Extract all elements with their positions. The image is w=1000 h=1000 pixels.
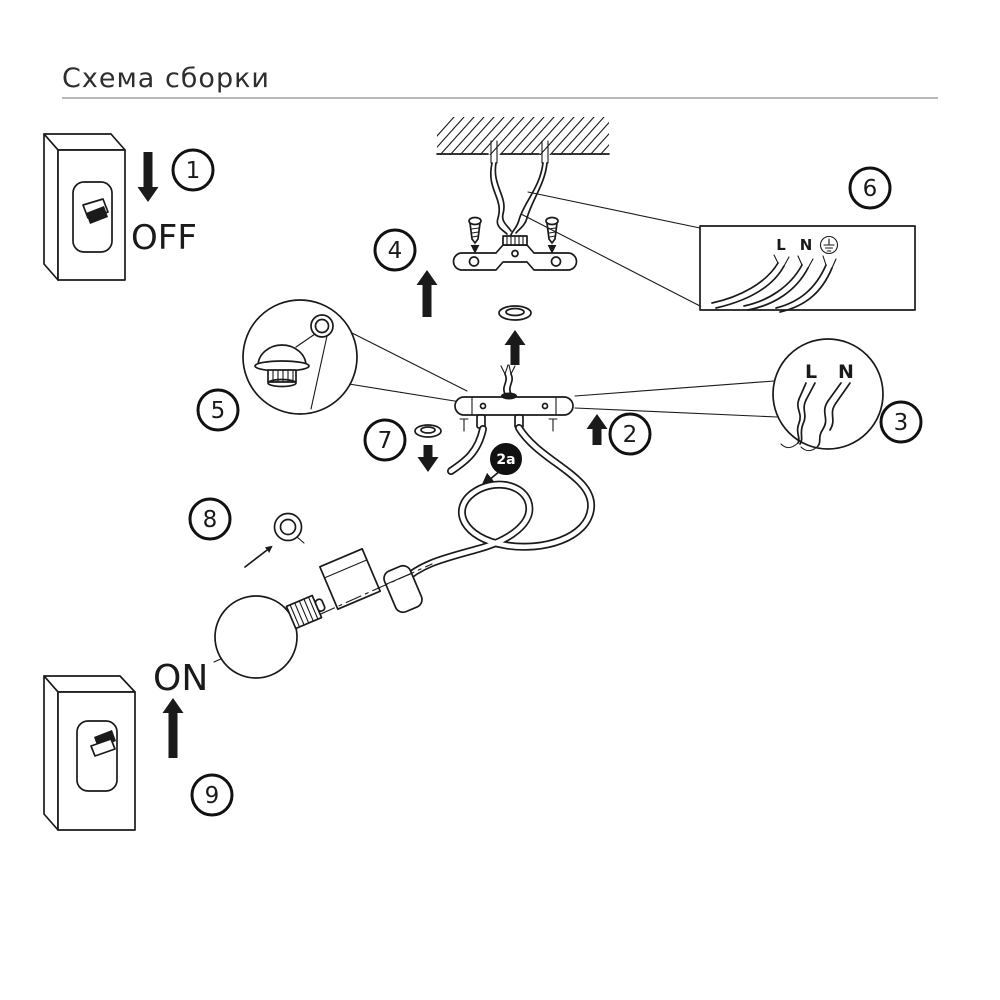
step-2a-badge: 2a [490, 443, 522, 475]
svg-text:2a: 2a [496, 452, 515, 468]
step-8-badge: 8 [188, 497, 232, 541]
terminal-live-label: L [776, 236, 786, 254]
step-4-badge: 4 [373, 228, 417, 272]
magnifier-circle-3: L N [772, 338, 884, 452]
bracket-screw-right [545, 216, 559, 254]
terminal-box: L N [699, 225, 916, 313]
step-1-badge: 1 [171, 148, 215, 192]
callout-line-6b [520, 213, 701, 307]
step-3-badge: 3 [879, 400, 923, 444]
callout-line-3a [574, 380, 775, 397]
step-9-badge: 9 [190, 773, 234, 817]
arrow-down-step7 [417, 445, 439, 472]
ceiling [436, 117, 610, 164]
on-label: ON [153, 658, 208, 699]
canopy-plate [454, 364, 574, 432]
terminal-wires [711, 254, 837, 313]
callout-line-5a [351, 332, 468, 392]
off-label: OFF [131, 218, 197, 258]
step-5-badge: 5 [196, 388, 240, 432]
svg-text:9: 9 [205, 783, 220, 809]
arrow-up-step9 [162, 698, 184, 758]
step-6-badge: 6 [848, 166, 892, 210]
mains-wire-bundle [489, 162, 548, 236]
wall-switch-off [43, 133, 126, 281]
step-7-badge: 7 [363, 418, 407, 462]
magnifier-circle-5 [242, 299, 358, 415]
decor-ring-top [498, 305, 532, 321]
ceiling-anchors [490, 140, 549, 164]
connector-block [318, 547, 382, 611]
arrow-up-ring [504, 330, 526, 365]
detail-neutral-label: N [838, 361, 854, 383]
svg-text:1: 1 [186, 158, 201, 184]
svg-text:7: 7 [378, 428, 393, 454]
power-cable [399, 424, 596, 585]
light-bulb [214, 594, 326, 679]
bracket-screw-left [468, 216, 482, 254]
callout-line-3b [574, 407, 778, 418]
svg-text:8: 8 [203, 507, 218, 533]
cord-grip-detail [254, 314, 334, 410]
arrow-up-step2 [586, 414, 608, 445]
arrow-up-step4 [416, 270, 438, 317]
svg-text:4: 4 [388, 238, 403, 264]
arrow-down-step1 [137, 152, 159, 202]
ground-icon [819, 235, 839, 255]
step-2-badge: 2 [608, 412, 652, 456]
mounting-bracket [452, 235, 578, 271]
svg-text:3: 3 [894, 410, 909, 436]
terminal-neutral-label: N [800, 236, 813, 254]
bulb-thread-base [285, 594, 326, 630]
canopy-screws [459, 418, 558, 432]
page-title: Схема сборки [62, 63, 270, 94]
callout-line-5b [348, 383, 468, 404]
twisted-wires [780, 382, 851, 452]
detail-live-label: L [805, 361, 817, 383]
svg-text:2: 2 [623, 422, 638, 448]
svg-text:6: 6 [863, 176, 878, 202]
decor-ring-small [414, 424, 442, 438]
callout-line-6a [527, 191, 701, 229]
split-ring [273, 512, 305, 544]
wall-switch-on [43, 675, 136, 831]
svg-text:5: 5 [211, 398, 226, 424]
arrow-step8 [244, 545, 273, 568]
